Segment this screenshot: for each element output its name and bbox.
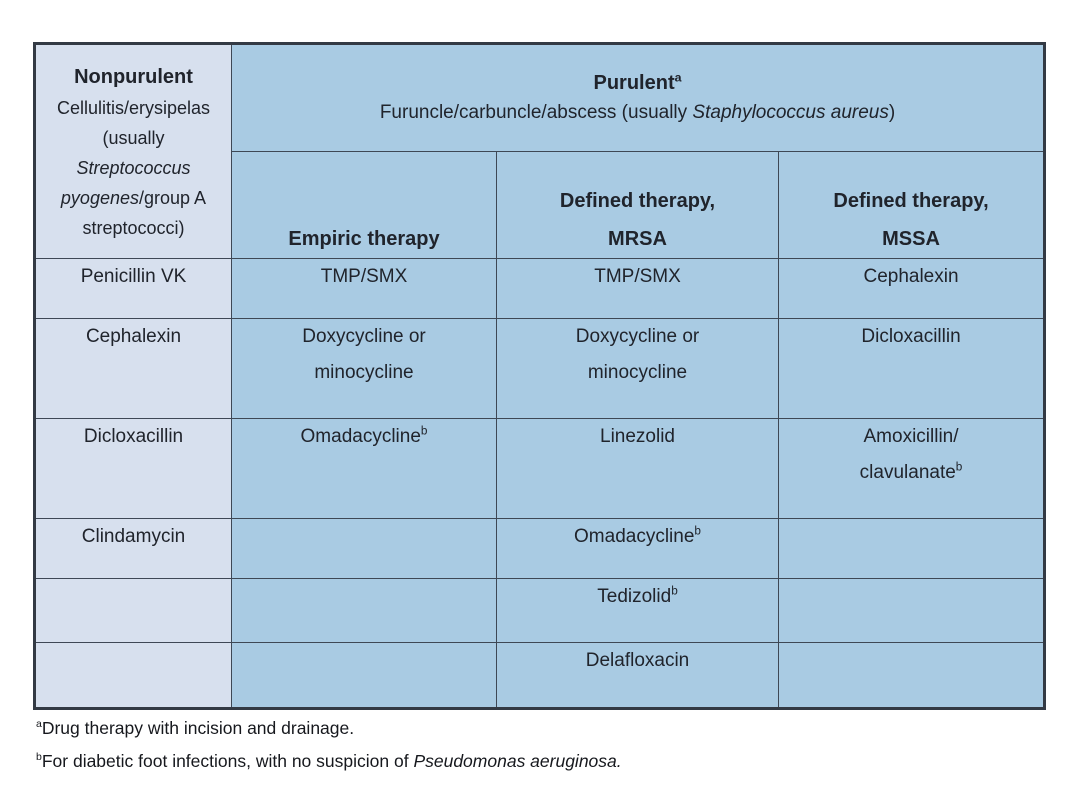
drug-name: Clindamycin: [81, 526, 186, 547]
table-cell: [777, 642, 1046, 709]
table-cell: [231, 578, 497, 643]
table-cell: Dicloxacillin: [34, 418, 232, 519]
subheader-label: Defined therapy,: [559, 190, 716, 212]
drug-name: Cephalexin: [85, 326, 182, 347]
purulent-footnote-marker: a: [674, 70, 682, 85]
table-cell: [231, 518, 497, 579]
drug-name: Delafloxacin: [585, 650, 690, 671]
purulent-subtitle-italic: Staphylococcus aureus: [692, 102, 889, 123]
table-cell: [777, 578, 1046, 643]
nonpurulent-desc: Cellulitis/erysipelas (usually: [56, 97, 211, 148]
drug-name-line2: clavulanateb: [787, 455, 1035, 491]
footnote-marker: a: [36, 718, 42, 731]
table-cell: Cephalexin: [34, 318, 232, 419]
table-cell: TMP/SMX: [496, 258, 779, 319]
drug-name-line2-text: minocycline: [314, 362, 414, 383]
purulent-subtitle: Furuncle/carbuncle/abscess (usually: [379, 102, 693, 123]
drug-name: Doxycycline or: [575, 326, 700, 347]
subheader-label: Defined therapy,: [833, 190, 989, 212]
subheader-label-line2: MRSA: [608, 228, 667, 250]
table-cell: Amoxicillin/clavulanateb: [777, 418, 1046, 519]
footnote-marker: b: [36, 751, 42, 764]
nonpurulent-desc-end: /group A streptococci): [82, 187, 207, 238]
purulent-subtitle-end: ): [888, 102, 896, 123]
footnote-b: bFor diabetic foot infections, with no s…: [36, 745, 622, 778]
footnote-text: Drug therapy with incision and drainage.: [41, 718, 355, 738]
table-cell: Penicillin VK: [34, 258, 232, 319]
drug-name: Dicloxacillin: [861, 326, 961, 347]
footnote-a: aDrug therapy with incision and drainage…: [36, 712, 622, 745]
table-row: Tedizolidb: [34, 578, 1046, 643]
drug-name-line2-text: clavulanate: [859, 462, 956, 483]
drug-name: Doxycycline or: [302, 326, 426, 347]
drug-name: Dicloxacillin: [83, 426, 184, 447]
table-cell: Cephalexin: [777, 258, 1046, 319]
subheader-label: Empiric therapy: [288, 228, 440, 250]
table-cell: Omadacyclineb: [496, 518, 779, 579]
table-cell: [777, 518, 1046, 579]
cell-subheader-mrsa: Defined therapy, MRSA: [496, 151, 779, 259]
footnote-marker: b: [671, 584, 678, 598]
table-row: Delafloxacin: [34, 642, 1046, 709]
footnote-marker: b: [955, 460, 963, 474]
footnote-marker: b: [694, 524, 701, 538]
footnotes: aDrug therapy with incision and drainage…: [36, 712, 622, 778]
table-row: Penicillin VK TMP/SMX TMP/SMX Cephalexin: [34, 258, 1046, 319]
table-cell: [34, 642, 232, 709]
cell-subheader-mssa: Defined therapy, MSSA: [777, 151, 1046, 259]
cell-subheader-empiric: Empiric therapy: [231, 151, 497, 259]
footnote-marker: b: [420, 424, 428, 438]
table-cell: [231, 642, 497, 709]
footnote-italic-text: Pseudomonas aeruginosa.: [413, 751, 622, 771]
table-cell: Tedizolidb: [496, 578, 779, 643]
table-row: Dicloxacillin Omadacyclineb Linezolid Am…: [34, 418, 1046, 519]
drug-name: Linezolid: [600, 426, 675, 447]
table-row: Clindamycin Omadacyclineb: [34, 518, 1046, 579]
footnote-text: For diabetic foot infections, with no su…: [41, 751, 414, 771]
subheader-label-line2: MSSA: [882, 228, 940, 250]
drug-name: Amoxicillin/: [863, 426, 959, 447]
table-cell: Doxycycline or minocycline: [231, 318, 497, 419]
drug-name-line2: minocycline: [240, 355, 488, 391]
table-cell: [34, 578, 232, 643]
drug-name: Penicillin VK: [80, 266, 187, 287]
nonpurulent-title: Nonpurulent: [74, 65, 193, 88]
nonpurulent-desc-italic: Streptococcus pyogenes: [60, 157, 191, 208]
table-cell: Doxycycline or minocycline: [496, 318, 779, 419]
header-row-sub: Empiric therapy Defined therapy, MRSA Def…: [35, 151, 1046, 259]
purulent-title: Purulenta: [240, 68, 1035, 98]
drug-name-line2: minocycline: [505, 355, 770, 391]
table-cell: Omadacyclineb: [231, 418, 497, 519]
table-cell: Delafloxacin: [496, 642, 779, 709]
table-cell: Clindamycin: [34, 518, 232, 579]
drug-name: Omadacycline: [574, 526, 695, 547]
drug-name: TMP/SMX: [320, 266, 408, 287]
drug-name-line2-text: minocycline: [587, 362, 688, 383]
purulent-title-text: Purulent: [593, 72, 675, 94]
drug-name: Cephalexin: [863, 266, 959, 287]
table-cell: Dicloxacillin: [777, 318, 1046, 419]
table-cell: TMP/SMX: [231, 258, 497, 319]
drug-name: TMP/SMX: [594, 266, 681, 287]
drug-name: Tedizolid: [597, 586, 672, 607]
drug-name: Omadacycline: [300, 426, 421, 447]
table-row: Cephalexin Doxycycline or minocycline Dox…: [34, 318, 1046, 419]
table-cell: Linezolid: [496, 418, 779, 519]
